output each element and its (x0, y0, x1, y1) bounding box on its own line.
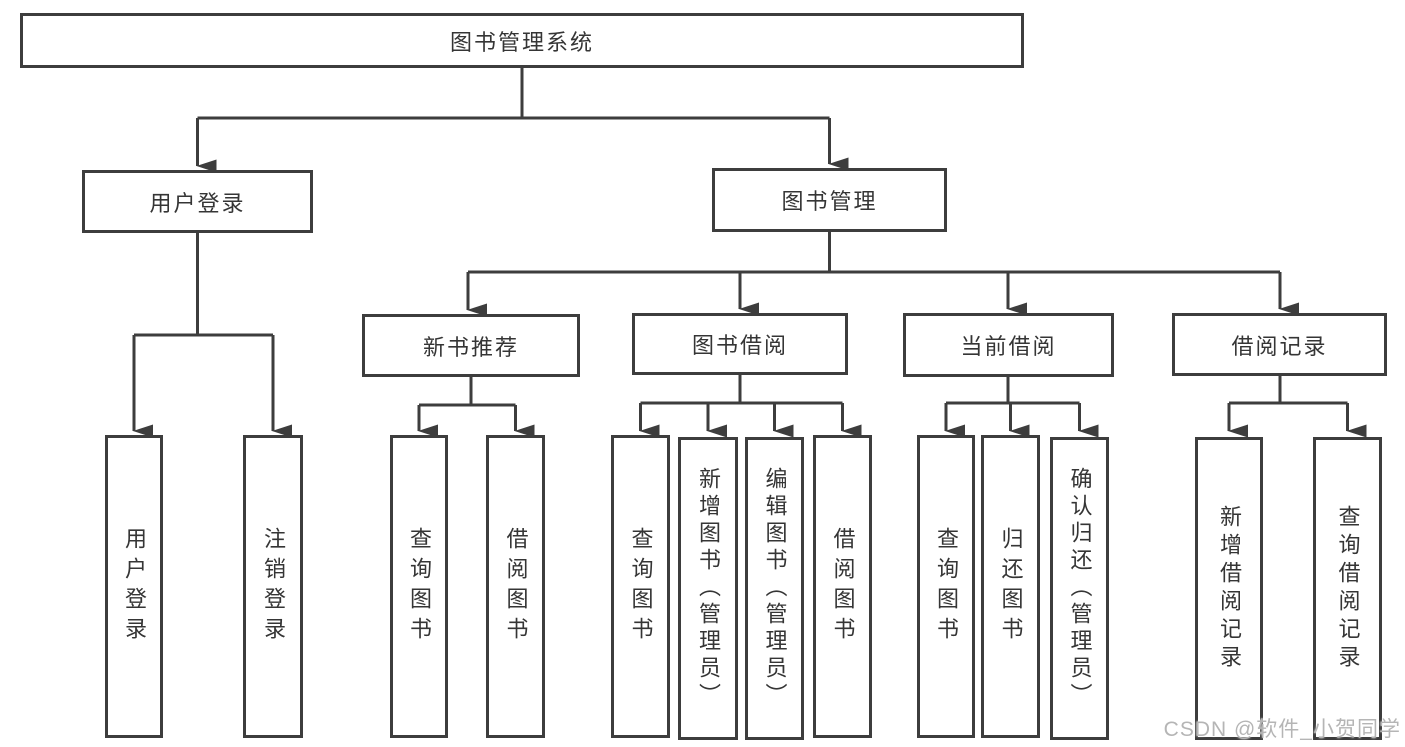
csdn-watermark: CSDN @软件_小贺同学 (1163, 718, 1401, 741)
node-user-login: 用户登录 (82, 170, 313, 233)
leaf-return-books: 归还图书 (981, 435, 1040, 738)
leaf-query-books-recommend: 查询图书 (390, 435, 448, 738)
node-book-borrowing: 图书借阅 (632, 313, 848, 375)
node-root: 图书管理系统 (20, 13, 1024, 68)
leaf-user-login: 用户登录 (105, 435, 163, 738)
node-current-borrowing: 当前借阅 (903, 313, 1114, 377)
node-borrow-records: 借阅记录 (1172, 313, 1387, 376)
leaf-add-books-admin: 新增图书（管理员） (678, 437, 738, 740)
node-book-management: 图书管理 (712, 168, 947, 232)
leaf-logout: 注销登录 (243, 435, 303, 738)
leaf-query-books-current: 查询图书 (917, 435, 975, 738)
leaf-confirm-return-admin: 确认归还（管理员） (1050, 437, 1109, 740)
leaf-query-books-borrowing: 查询图书 (611, 435, 670, 738)
leaf-edit-books-admin: 编辑图书（管理员） (745, 437, 804, 740)
node-new-book-recommend: 新书推荐 (362, 314, 580, 377)
leaf-borrow-books-recommend: 借阅图书 (486, 435, 545, 738)
leaf-borrow-books-borrowing: 借阅图书 (813, 435, 872, 738)
leaf-add-borrow-record: 新增借阅记录 (1195, 437, 1263, 740)
leaf-query-borrow-record: 查询借阅记录 (1313, 437, 1382, 740)
